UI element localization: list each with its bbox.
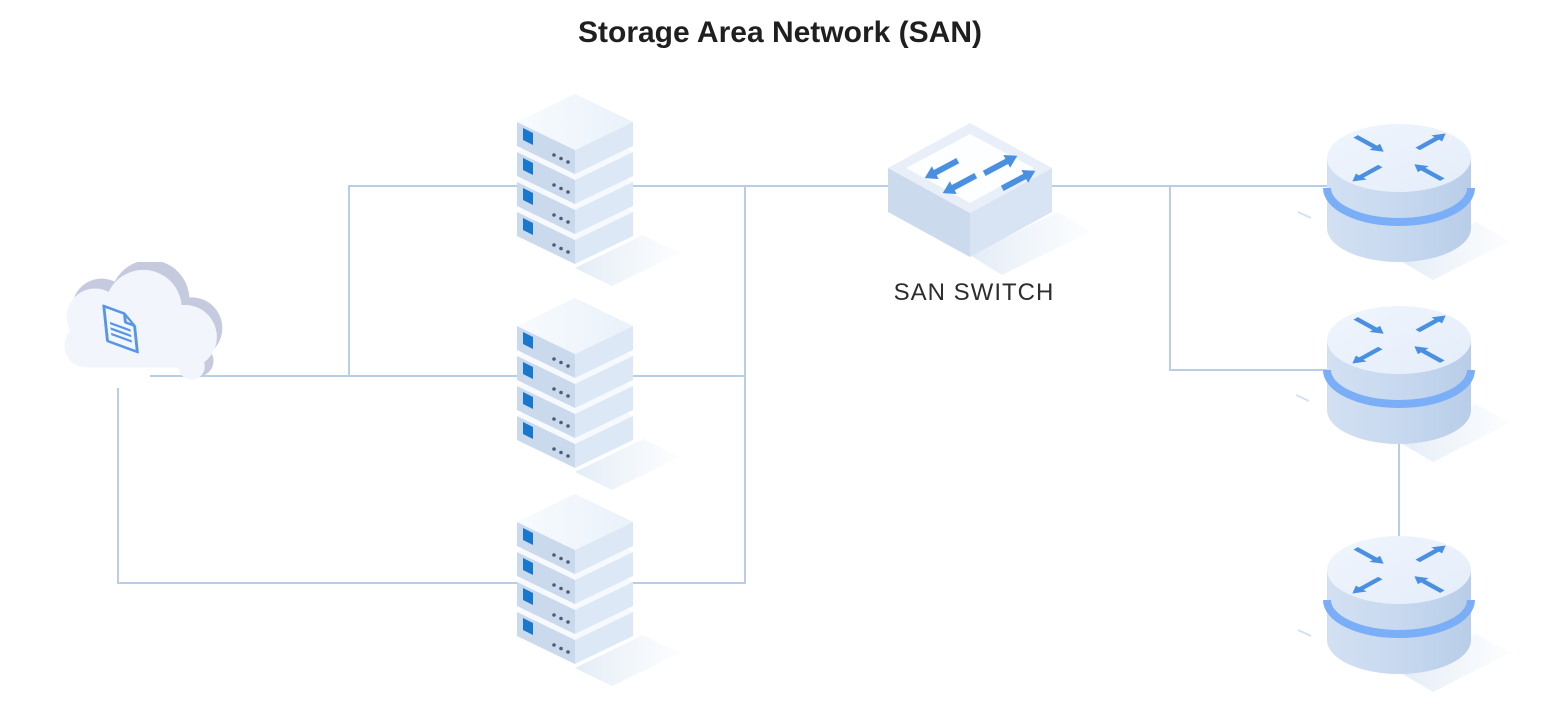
server-stack-2 xyxy=(512,296,682,511)
san-switch-label: SAN SWITCH xyxy=(893,279,1055,306)
cloud-storage-node xyxy=(62,262,224,382)
router-2 xyxy=(1314,292,1514,482)
router-1 xyxy=(1314,110,1514,300)
server-stack-3 xyxy=(512,492,682,706)
page-title: Storage Area Network (SAN) xyxy=(578,16,982,49)
router-3 xyxy=(1314,522,1514,706)
san-switch-node xyxy=(880,115,1092,285)
server-stack-1 xyxy=(512,92,682,307)
glint-dashes xyxy=(1295,211,1312,637)
